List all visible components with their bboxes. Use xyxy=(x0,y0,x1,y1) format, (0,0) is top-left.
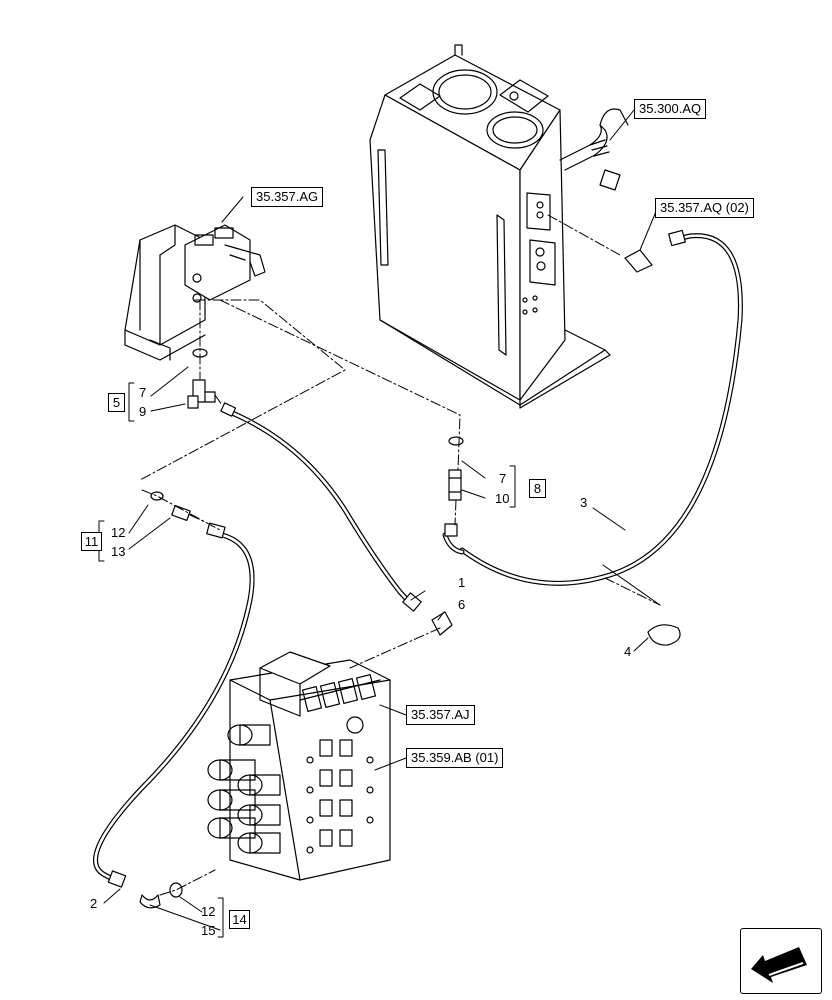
hose-clip-4 xyxy=(647,624,681,646)
ref-label-valve-section[interactable]: 35.359.AB (01) xyxy=(406,748,504,768)
part-number-7-lower: 7 xyxy=(499,471,507,486)
o-ring-12-upper xyxy=(150,491,164,501)
ref-label-control-valve[interactable]: 35.357.AJ xyxy=(406,705,475,725)
leader-lines xyxy=(98,109,661,938)
solenoid-valve-block xyxy=(124,224,266,361)
fitting-adapter-10 xyxy=(448,469,462,501)
fitting-adapter-13 xyxy=(171,504,191,522)
kit-box-8[interactable]: 8 xyxy=(529,479,546,498)
kit-box-14[interactable]: 14 xyxy=(229,910,250,929)
part-number-2: 2 xyxy=(90,896,98,911)
part-number-1: 1 xyxy=(458,575,466,590)
back-navigation-button[interactable] xyxy=(740,928,822,994)
hose-3 xyxy=(442,229,743,586)
part-number-4: 4 xyxy=(624,644,632,659)
ref-label-tank-fitting[interactable]: 35.357.AQ (02) xyxy=(655,198,754,218)
ref-label-tank[interactable]: 35.300.AQ xyxy=(634,99,707,119)
part-number-9: 9 xyxy=(139,404,147,419)
fitting-elbow-15 xyxy=(139,894,161,909)
kit-box-5[interactable]: 5 xyxy=(108,393,125,412)
hydraulic-tank xyxy=(369,44,629,409)
main-control-valve xyxy=(207,651,391,881)
kit-box-11[interactable]: 11 xyxy=(81,532,102,551)
part-number-3: 3 xyxy=(580,495,588,510)
fitting-tee-9 xyxy=(187,379,216,409)
back-arrow-icon xyxy=(751,947,807,983)
tank-fitting xyxy=(624,249,653,273)
part-number-12-upper: 12 xyxy=(111,525,126,540)
hose-2 xyxy=(93,522,255,888)
hose-1 xyxy=(220,402,422,612)
part-number-13: 13 xyxy=(111,544,126,559)
o-ring-12-lower xyxy=(169,882,183,898)
center-lines xyxy=(139,214,661,896)
part-number-10: 10 xyxy=(495,491,510,506)
part-number-15: 15 xyxy=(201,923,216,938)
part-number-7-upper: 7 xyxy=(139,385,147,400)
ref-label-solenoid-block[interactable]: 35.357.AG xyxy=(251,187,324,207)
part-number-12-lower: 12 xyxy=(201,904,216,919)
o-ring-7-lower xyxy=(448,436,464,446)
part-number-6: 6 xyxy=(458,597,466,612)
